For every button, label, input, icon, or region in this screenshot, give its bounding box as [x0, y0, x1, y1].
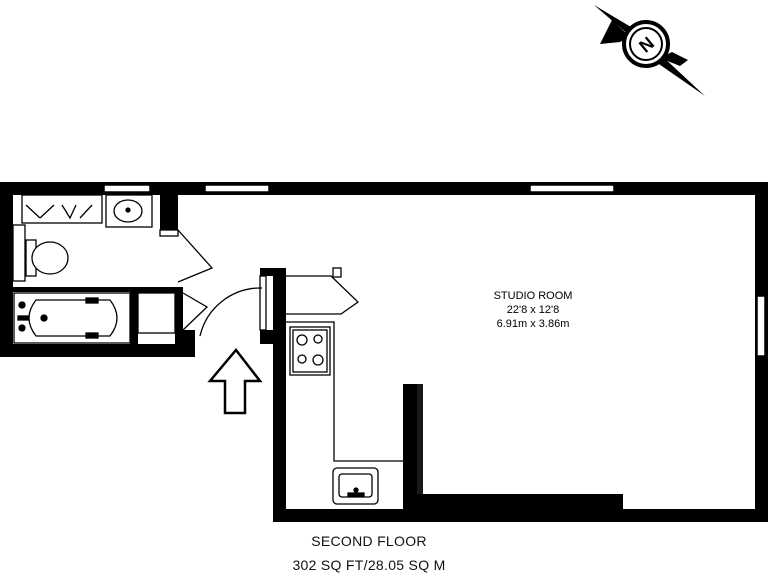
cupboard: [137, 292, 209, 334]
walls: [0, 182, 768, 522]
wardrobe: [21, 194, 103, 224]
kitchen-sink-icon: [332, 467, 379, 505]
window: [529, 184, 615, 193]
window: [103, 184, 151, 193]
bathtub-icon: [13, 292, 131, 344]
hob-icon: [289, 326, 331, 376]
room-label-studio: STUDIO ROOM 22'8 x 12'8 6.91m x 3.86m: [494, 290, 573, 330]
floor-area: 302 SQ FT/28.05 SQ M: [292, 557, 446, 573]
toilet-icon: [25, 239, 69, 277]
window: [204, 184, 270, 193]
entrance-arrow-icon: [207, 348, 263, 415]
room-dims-metric: 6.91m x 3.86m: [497, 318, 570, 330]
window: [756, 295, 766, 357]
wash-basin-icon: [105, 194, 153, 228]
floor-name: SECOND FLOOR: [311, 533, 427, 549]
windows: [103, 184, 766, 357]
kitchen-counter: [286, 267, 403, 462]
bathroom-door: [177, 229, 214, 283]
room-dims-imperial: 22'8 x 12'8: [507, 304, 560, 316]
room-name: STUDIO ROOM: [494, 290, 573, 302]
bathroom-layout: [12, 224, 179, 282]
north-compass-icon: N: [594, 5, 705, 96]
entrance-door: [199, 275, 267, 337]
